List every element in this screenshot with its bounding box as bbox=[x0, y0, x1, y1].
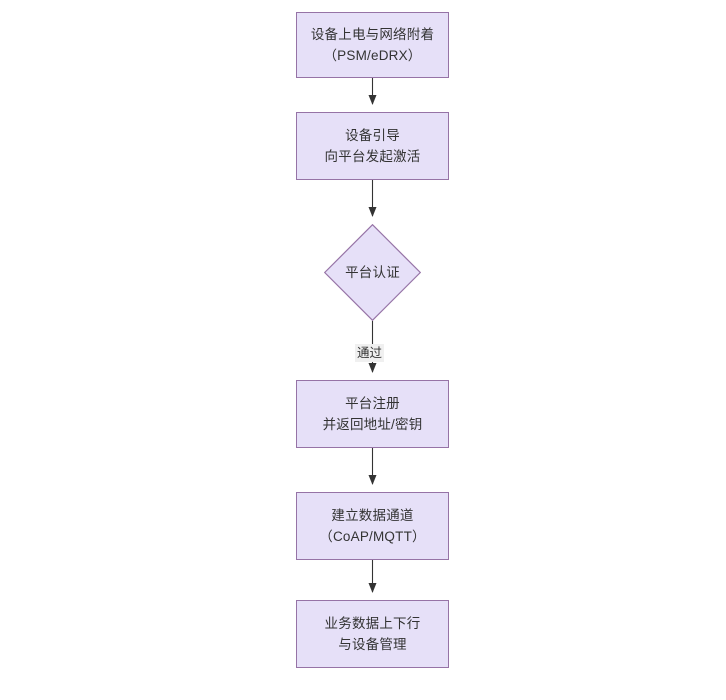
node-business-data-and-device-management[interactable]: 业务数据上下行 与设备管理 bbox=[296, 600, 449, 668]
node-device-bootstrap[interactable]: 设备引导 向平台发起激活 bbox=[296, 112, 449, 180]
node-label: 业务数据上下行 与设备管理 bbox=[324, 616, 421, 652]
node-label: 平台认证 bbox=[345, 265, 400, 280]
node-device-power-on[interactable]: 设备上电与网络附着 （PSM/eDRX） bbox=[296, 12, 449, 78]
diamond-shape bbox=[324, 224, 421, 321]
node-platform-registration[interactable]: 平台注册 并返回地址/密钥 bbox=[296, 380, 449, 448]
node-platform-authentication[interactable]: 平台认证 bbox=[324, 224, 421, 321]
node-label: 建立数据通道 （CoAP/MQTT） bbox=[319, 508, 426, 544]
node-establish-data-channel[interactable]: 建立数据通道 （CoAP/MQTT） bbox=[296, 492, 449, 560]
node-label: 设备引导 向平台发起激活 bbox=[324, 128, 421, 164]
node-label: 平台注册 并返回地址/密钥 bbox=[322, 396, 423, 432]
edge-label-pass: 通过 bbox=[355, 344, 385, 362]
node-label: 设备上电与网络附着 （PSM/eDRX） bbox=[310, 27, 435, 63]
